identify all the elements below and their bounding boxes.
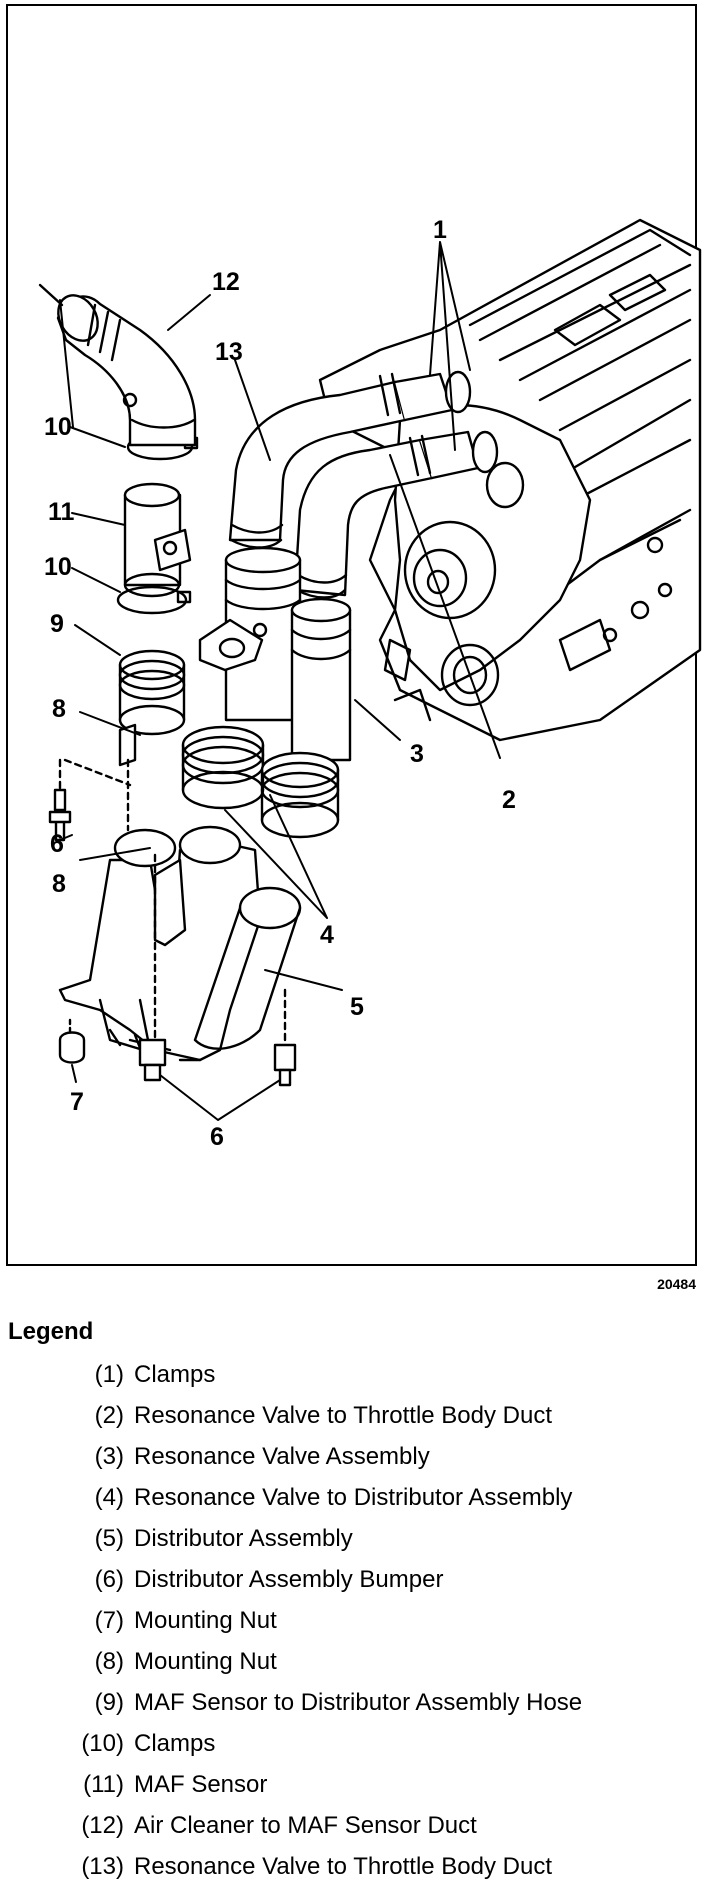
legend-text: Mounting Nut <box>134 1648 277 1675</box>
fasteners <box>48 723 297 1087</box>
legend-item: (3) Resonance Valve Assembly <box>50 1442 582 1483</box>
legend-text: Resonance Valve to Throttle Body Duct <box>134 1853 553 1880</box>
legend-number: (9) <box>94 1689 124 1716</box>
legend-number: (6) <box>94 1566 124 1593</box>
legend-number: (12) <box>81 1812 124 1839</box>
callout-10-lower: 10 <box>44 553 72 581</box>
legend-item: (4) Resonance Valve to Distributor Assemb… <box>50 1483 582 1524</box>
distributor-assembly <box>58 825 302 1062</box>
legend-text: Resonance Valve to Throttle Body Duct <box>134 1402 553 1429</box>
legend-item: (8) Mounting Nut <box>50 1647 582 1688</box>
callout-4: 4 <box>320 921 334 949</box>
legend-text: Air Cleaner to MAF Sensor Duct <box>134 1812 477 1839</box>
legend-item: (1) Clamps <box>50 1360 582 1401</box>
callout-9: 9 <box>50 610 64 638</box>
callout-1: 1 <box>433 216 447 244</box>
legend-number: (7) <box>94 1607 124 1634</box>
legend-text: Resonance Valve to Distributor Assembly <box>134 1484 573 1511</box>
legend-item: (6) Distributor Assembly Bumper <box>50 1565 582 1606</box>
legend-number: (13) <box>81 1853 124 1880</box>
legend-text: Distributor Assembly Bumper <box>134 1566 444 1593</box>
legend-text: MAF Sensor <box>134 1771 268 1798</box>
resonance-valve-assembly <box>198 546 352 762</box>
leader-lines <box>59 241 501 1121</box>
resonance-valve-to-throttle-body-ducts <box>228 370 499 599</box>
maf-to-distributor-hose <box>118 649 186 736</box>
legend-number: (4) <box>94 1484 124 1511</box>
legend-text: Clamps <box>134 1730 216 1757</box>
legend-number: (3) <box>94 1443 124 1470</box>
callout-13: 13 <box>215 338 243 366</box>
legend-number: (11) <box>83 1771 124 1798</box>
legend-item: (5) Distributor Assembly <box>50 1524 582 1565</box>
callout-5: 5 <box>350 993 364 1021</box>
callout-11: 11 <box>48 498 75 526</box>
legend-text: Resonance Valve Assembly <box>134 1443 430 1470</box>
legend-text: MAF Sensor to Distributor Assembly Hose <box>134 1689 583 1716</box>
callout-6-lower: 6 <box>210 1123 224 1151</box>
legend-text: Mounting Nut <box>134 1607 277 1634</box>
legend-item: (13) Resonance Valve to Throttle Body Duc… <box>50 1852 582 1893</box>
legend-item: (9) MAF Sensor to Distributor Assembly Ho… <box>50 1688 583 1729</box>
callout-8-lower: 8 <box>52 870 66 898</box>
legend-item: (2) Resonance Valve to Throttle Body Duct <box>50 1401 582 1442</box>
legend-item: (12) Air Cleaner to MAF Sensor Duct <box>50 1811 582 1852</box>
legend-number: (5) <box>94 1525 124 1552</box>
legend-text: Distributor Assembly <box>134 1525 353 1552</box>
legend-number: (2) <box>94 1402 124 1429</box>
callout-8-upper: 8 <box>52 695 66 723</box>
legend-title: Legend <box>8 1318 94 1345</box>
exploded-diagram <box>38 218 702 1121</box>
air-cleaner-duct <box>38 283 197 447</box>
legend-item: (10) Clamps <box>50 1729 582 1770</box>
maf-sensor <box>123 482 192 598</box>
legend-item: (7) Mounting Nut <box>50 1606 582 1647</box>
callout-12: 12 <box>212 268 240 296</box>
resonance-to-distributor-hoses <box>181 725 340 839</box>
callout-3: 3 <box>410 740 424 768</box>
legend-text: Clamps <box>134 1361 216 1388</box>
figure-code: 20484 <box>657 1276 696 1292</box>
callout-6-upper: 6 <box>50 830 64 858</box>
legend-number: (8) <box>94 1648 124 1675</box>
legend-number: (10) <box>81 1730 124 1757</box>
legend-item: (11) MAF Sensor <box>50 1770 582 1811</box>
callout-2: 2 <box>502 786 516 814</box>
legend-list: (1) Clamps (2) Resonance Valve to Throttle… <box>50 1360 582 1893</box>
callout-10-upper: 10 <box>44 413 72 441</box>
callout-7: 7 <box>70 1088 84 1116</box>
legend-number: (1) <box>94 1361 124 1388</box>
